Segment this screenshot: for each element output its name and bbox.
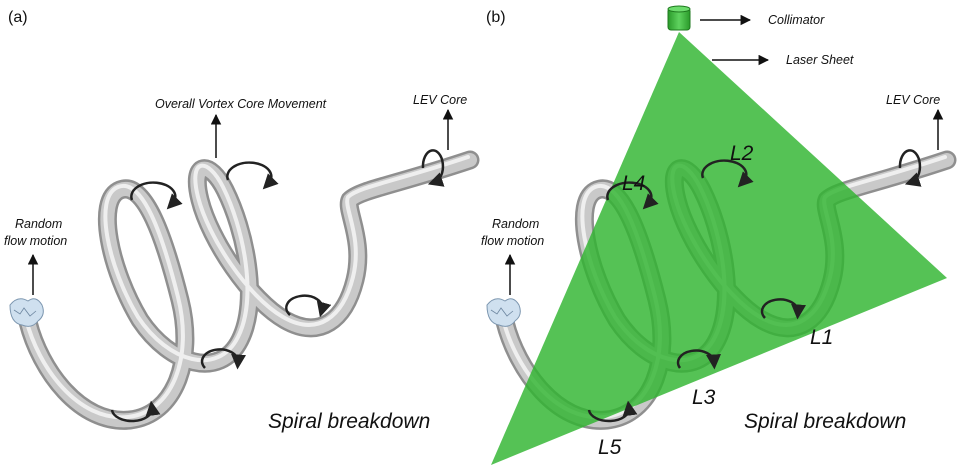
rotation-arrows-a <box>110 149 445 423</box>
random-flow-label-a-2: flow motion <box>4 234 67 248</box>
lev-core-label-a: LEV Core <box>413 93 467 107</box>
rotation-arrows-b <box>587 149 922 423</box>
lev-core-label-b: LEV Core <box>886 93 940 107</box>
plane-label-l2: L2 <box>730 142 754 165</box>
random-flow-blob-b <box>486 298 521 327</box>
vortex-core-tube-a <box>18 150 480 430</box>
random-flow-label-b-2: flow motion <box>481 234 544 248</box>
overall-movement-label: Overall Vortex Core Movement <box>155 97 327 111</box>
caption-a: Spiral breakdown <box>268 410 430 433</box>
laser-sheet-label: Laser Sheet <box>786 53 854 67</box>
caption-b: Spiral breakdown <box>744 410 906 433</box>
panel-b: (b) <box>481 5 957 465</box>
plane-label-l3: L3 <box>692 386 716 409</box>
panel-a-tag: (a) <box>8 9 28 26</box>
random-flow-blob-a <box>9 298 44 327</box>
collimator-label: Collimator <box>768 13 825 27</box>
panel-a: (a) Overall Vortex Core Movement LEV Cor… <box>4 9 480 433</box>
plane-label-l1: L1 <box>810 326 833 349</box>
panel-b-tag: (b) <box>486 9 506 26</box>
collimator-icon <box>667 5 691 31</box>
plane-label-l4: L4 <box>622 172 645 195</box>
laser-sheet <box>491 32 947 465</box>
random-flow-label-b-1: Random <box>492 217 539 231</box>
plane-label-l5: L5 <box>598 436 622 459</box>
random-flow-label-a-1: Random <box>15 217 62 231</box>
